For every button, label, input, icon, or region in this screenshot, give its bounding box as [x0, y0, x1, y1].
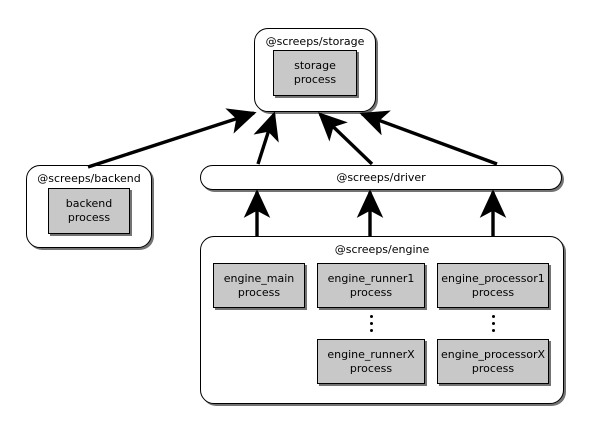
vertical-ellipsis-icon-processor: [487, 315, 499, 332]
process-storage-line2: process: [293, 73, 337, 86]
package-storage-label: @screeps/storage: [265, 35, 365, 48]
arrow-backend-to-storage: [87, 108, 257, 169]
process-engine-runnerx[interactable]: engine_runnerX process: [317, 339, 425, 384]
vertical-ellipsis-icon-runner: [365, 315, 377, 332]
process-storage-line1: storage: [294, 59, 336, 73]
process-engine-processorx-line2: process: [471, 361, 515, 375]
package-engine-label: @screeps/engine: [334, 243, 430, 256]
process-engine-runner1[interactable]: engine_runner1 process: [317, 263, 425, 308]
process-engine-runnerx-line1: engine_runnerX: [327, 347, 415, 361]
arrow-driver-to-storage-2: [318, 112, 374, 166]
process-storage[interactable]: storage process: [273, 50, 357, 96]
package-backend-label: @screeps/backend: [37, 172, 141, 185]
package-driver-label: @screeps/driver: [336, 171, 426, 184]
process-engine-runnerx-line2: process: [349, 361, 393, 375]
process-engine-processorx-line1: engine_processorX: [440, 347, 546, 361]
arrow-driver-to-storage-3: [359, 110, 498, 166]
process-engine-main-line2: process: [237, 285, 281, 299]
process-engine-processorx[interactable]: engine_processorX process: [437, 339, 549, 384]
process-engine-runner1-line1: engine_runner1: [327, 271, 415, 285]
process-backend-line1: backend: [65, 197, 113, 211]
process-backend-line2: process: [67, 211, 111, 224]
process-engine-main[interactable]: engine_main process: [213, 263, 305, 308]
package-driver[interactable]: @screeps/driver: [200, 165, 562, 190]
arrow-driver-to-storage-1: [253, 111, 279, 165]
process-engine-runner1-line2: process: [349, 285, 393, 299]
process-engine-main-line1: engine_main: [223, 271, 295, 285]
process-backend[interactable]: backend process: [48, 188, 130, 234]
process-engine-processor1-line2: process: [471, 285, 515, 299]
process-engine-processor1-line1: engine_processor1: [441, 271, 545, 285]
process-engine-processor1[interactable]: engine_processor1 process: [437, 263, 549, 308]
